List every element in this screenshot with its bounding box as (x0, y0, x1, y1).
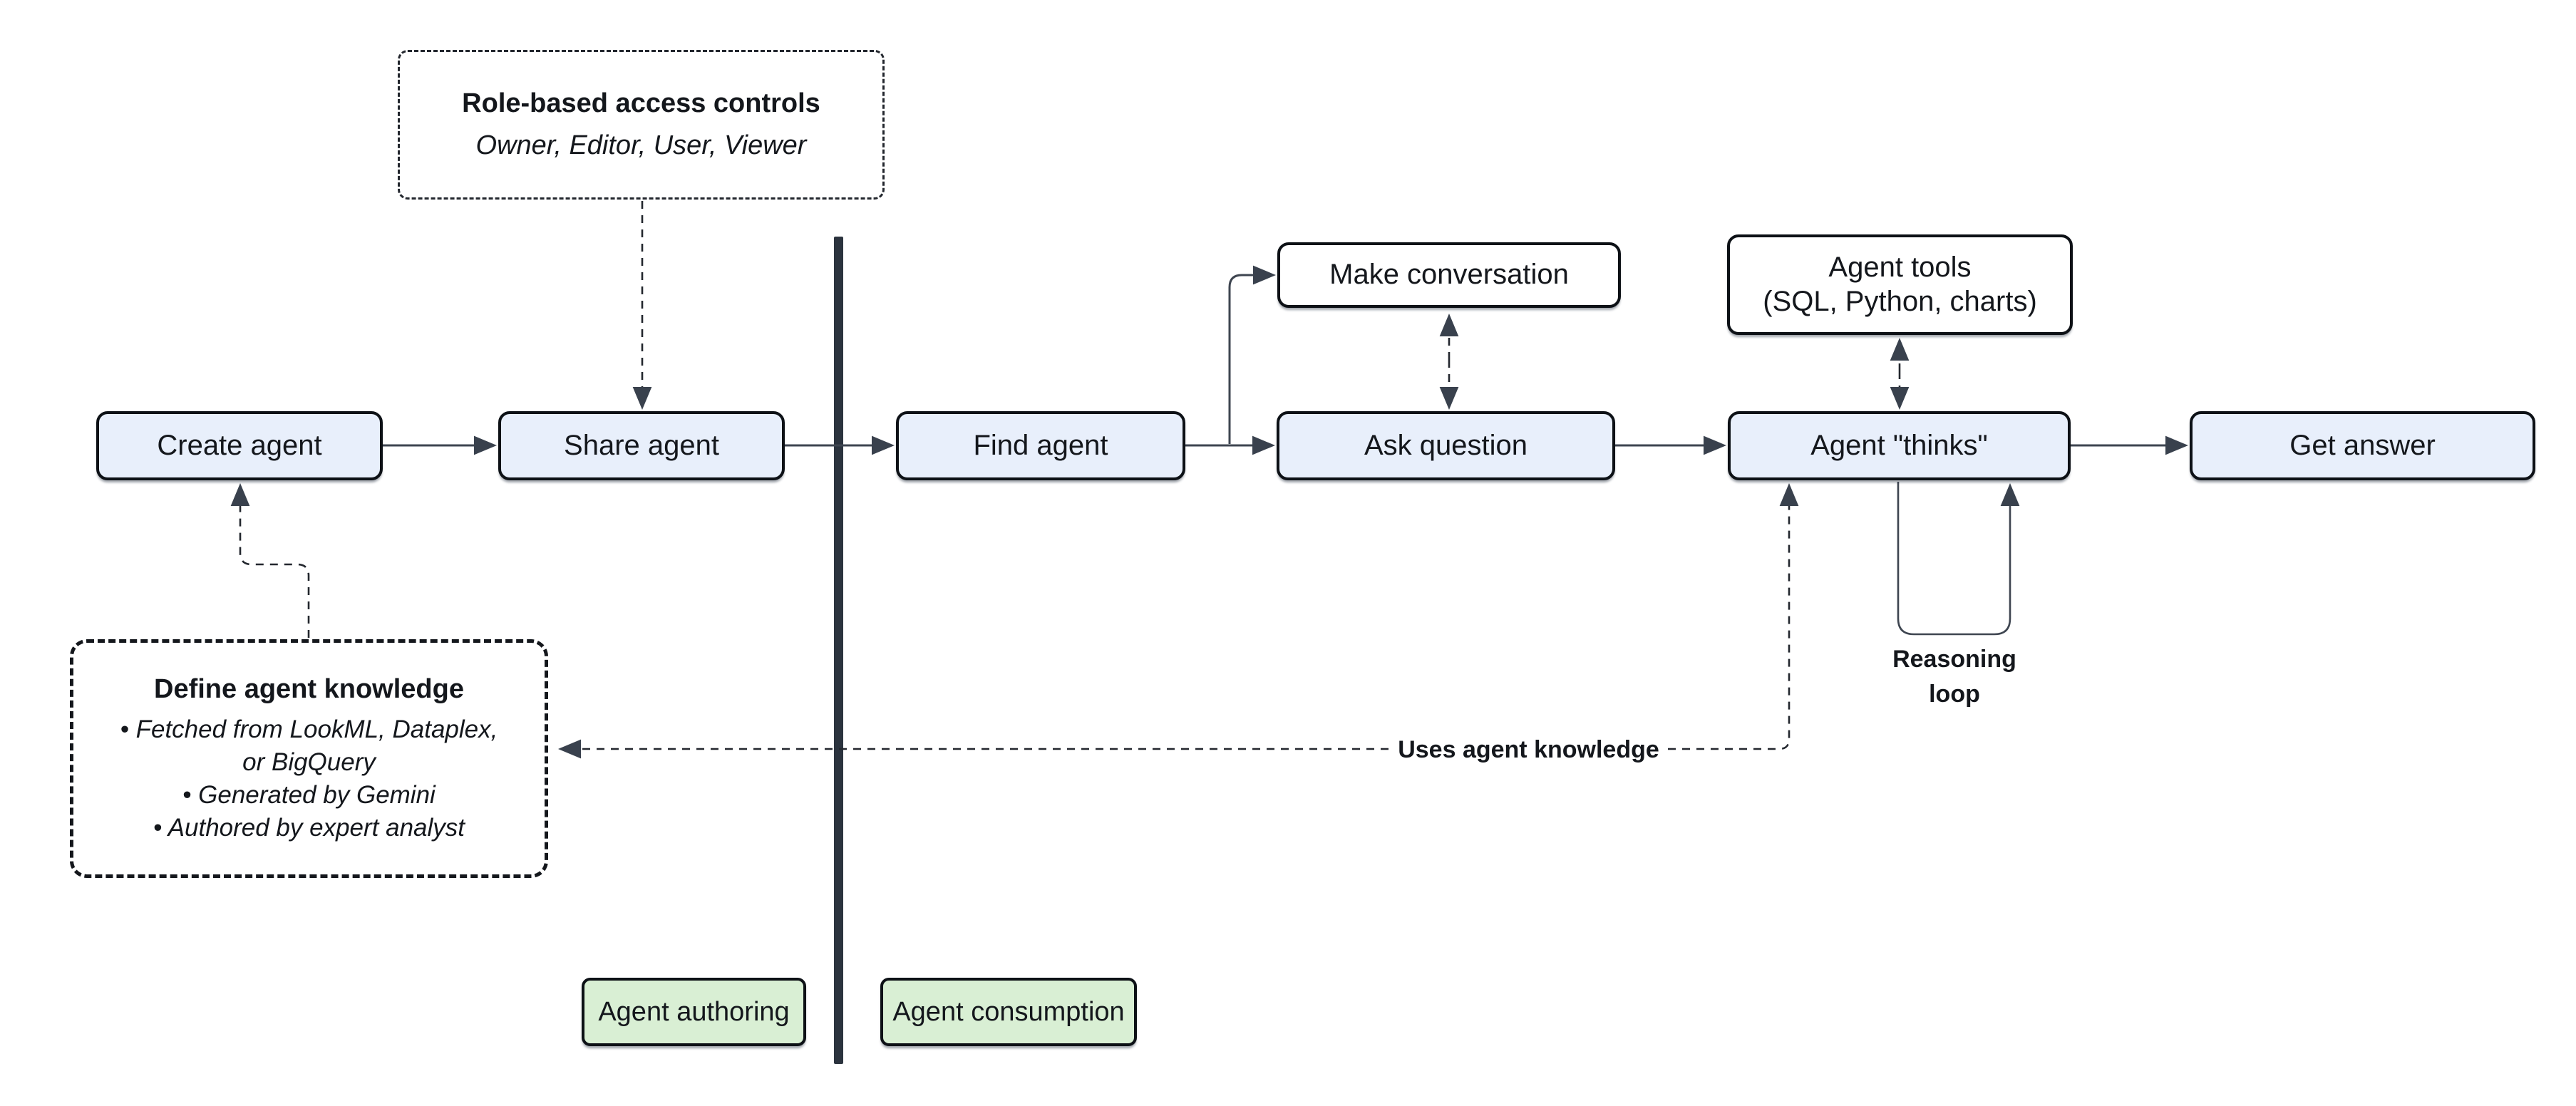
node-get-answer: Get answer (2190, 411, 2535, 480)
zone-badge-agent-authoring: Agent authoring (582, 978, 806, 1046)
node-agent-thinks-label: Agent "thinks" (1810, 429, 1988, 461)
node-find-agent-label: Find agent (973, 429, 1108, 461)
node-make-conversation-label: Make conversation (1329, 259, 1569, 291)
node-share-agent-label: Share agent (564, 429, 719, 461)
node-agent-tools: Agent tools (SQL, Python, charts) (1727, 234, 2073, 335)
define-knowledge-callout: Define agent knowledge Fetched from Look… (70, 639, 548, 878)
node-ask-question: Ask question (1277, 411, 1615, 480)
node-share-agent: Share agent (498, 411, 785, 480)
edge-define-to-create (230, 483, 310, 638)
node-agent-thinks: Agent "thinks" (1728, 411, 2071, 480)
node-find-agent: Find agent (896, 411, 1185, 480)
node-create-agent-label: Create agent (157, 429, 322, 461)
node-agent-tools-label-line1: Agent tools (1828, 252, 1972, 284)
node-make-conversation: Make conversation (1277, 242, 1621, 308)
knowledge-bullet-generated: Generated by Gemini (182, 779, 436, 812)
zone-badge-agent-consumption: Agent consumption (880, 978, 1137, 1046)
zone-agent-consumption-label: Agent consumption (892, 996, 1125, 1027)
uses-agent-knowledge-label: Uses agent knowledge (1391, 733, 1666, 768)
node-get-answer-label: Get answer (2289, 429, 2436, 461)
knowledge-bullet-authored: Authored by expert analyst (153, 812, 465, 844)
define-knowledge-title: Define agent knowledge (154, 674, 464, 705)
node-agent-tools-label-line2: (SQL, Python, charts) (1763, 285, 2037, 317)
edge-uses-knowledge-right (1668, 483, 1799, 750)
reasoning-loop-label: Reasoning loop (1892, 646, 2016, 708)
role-based-roles: Owner, Editor, User, Viewer (475, 130, 807, 160)
zone-agent-authoring-label: Agent authoring (598, 996, 790, 1027)
node-create-agent: Create agent (96, 411, 383, 480)
role-based-access-callout: Role-based access controls Owner, Editor… (398, 50, 885, 200)
authoring-consumption-divider (834, 237, 843, 1064)
edge-reasoning-loop (1897, 482, 2020, 636)
edge-find-to-make-conversation (1228, 265, 1276, 444)
role-based-title: Role-based access controls (462, 88, 820, 118)
node-ask-question-label: Ask question (1364, 429, 1528, 461)
knowledge-bullet-fetched: Fetched from LookML, Dataplex, or BigQue… (110, 713, 509, 779)
